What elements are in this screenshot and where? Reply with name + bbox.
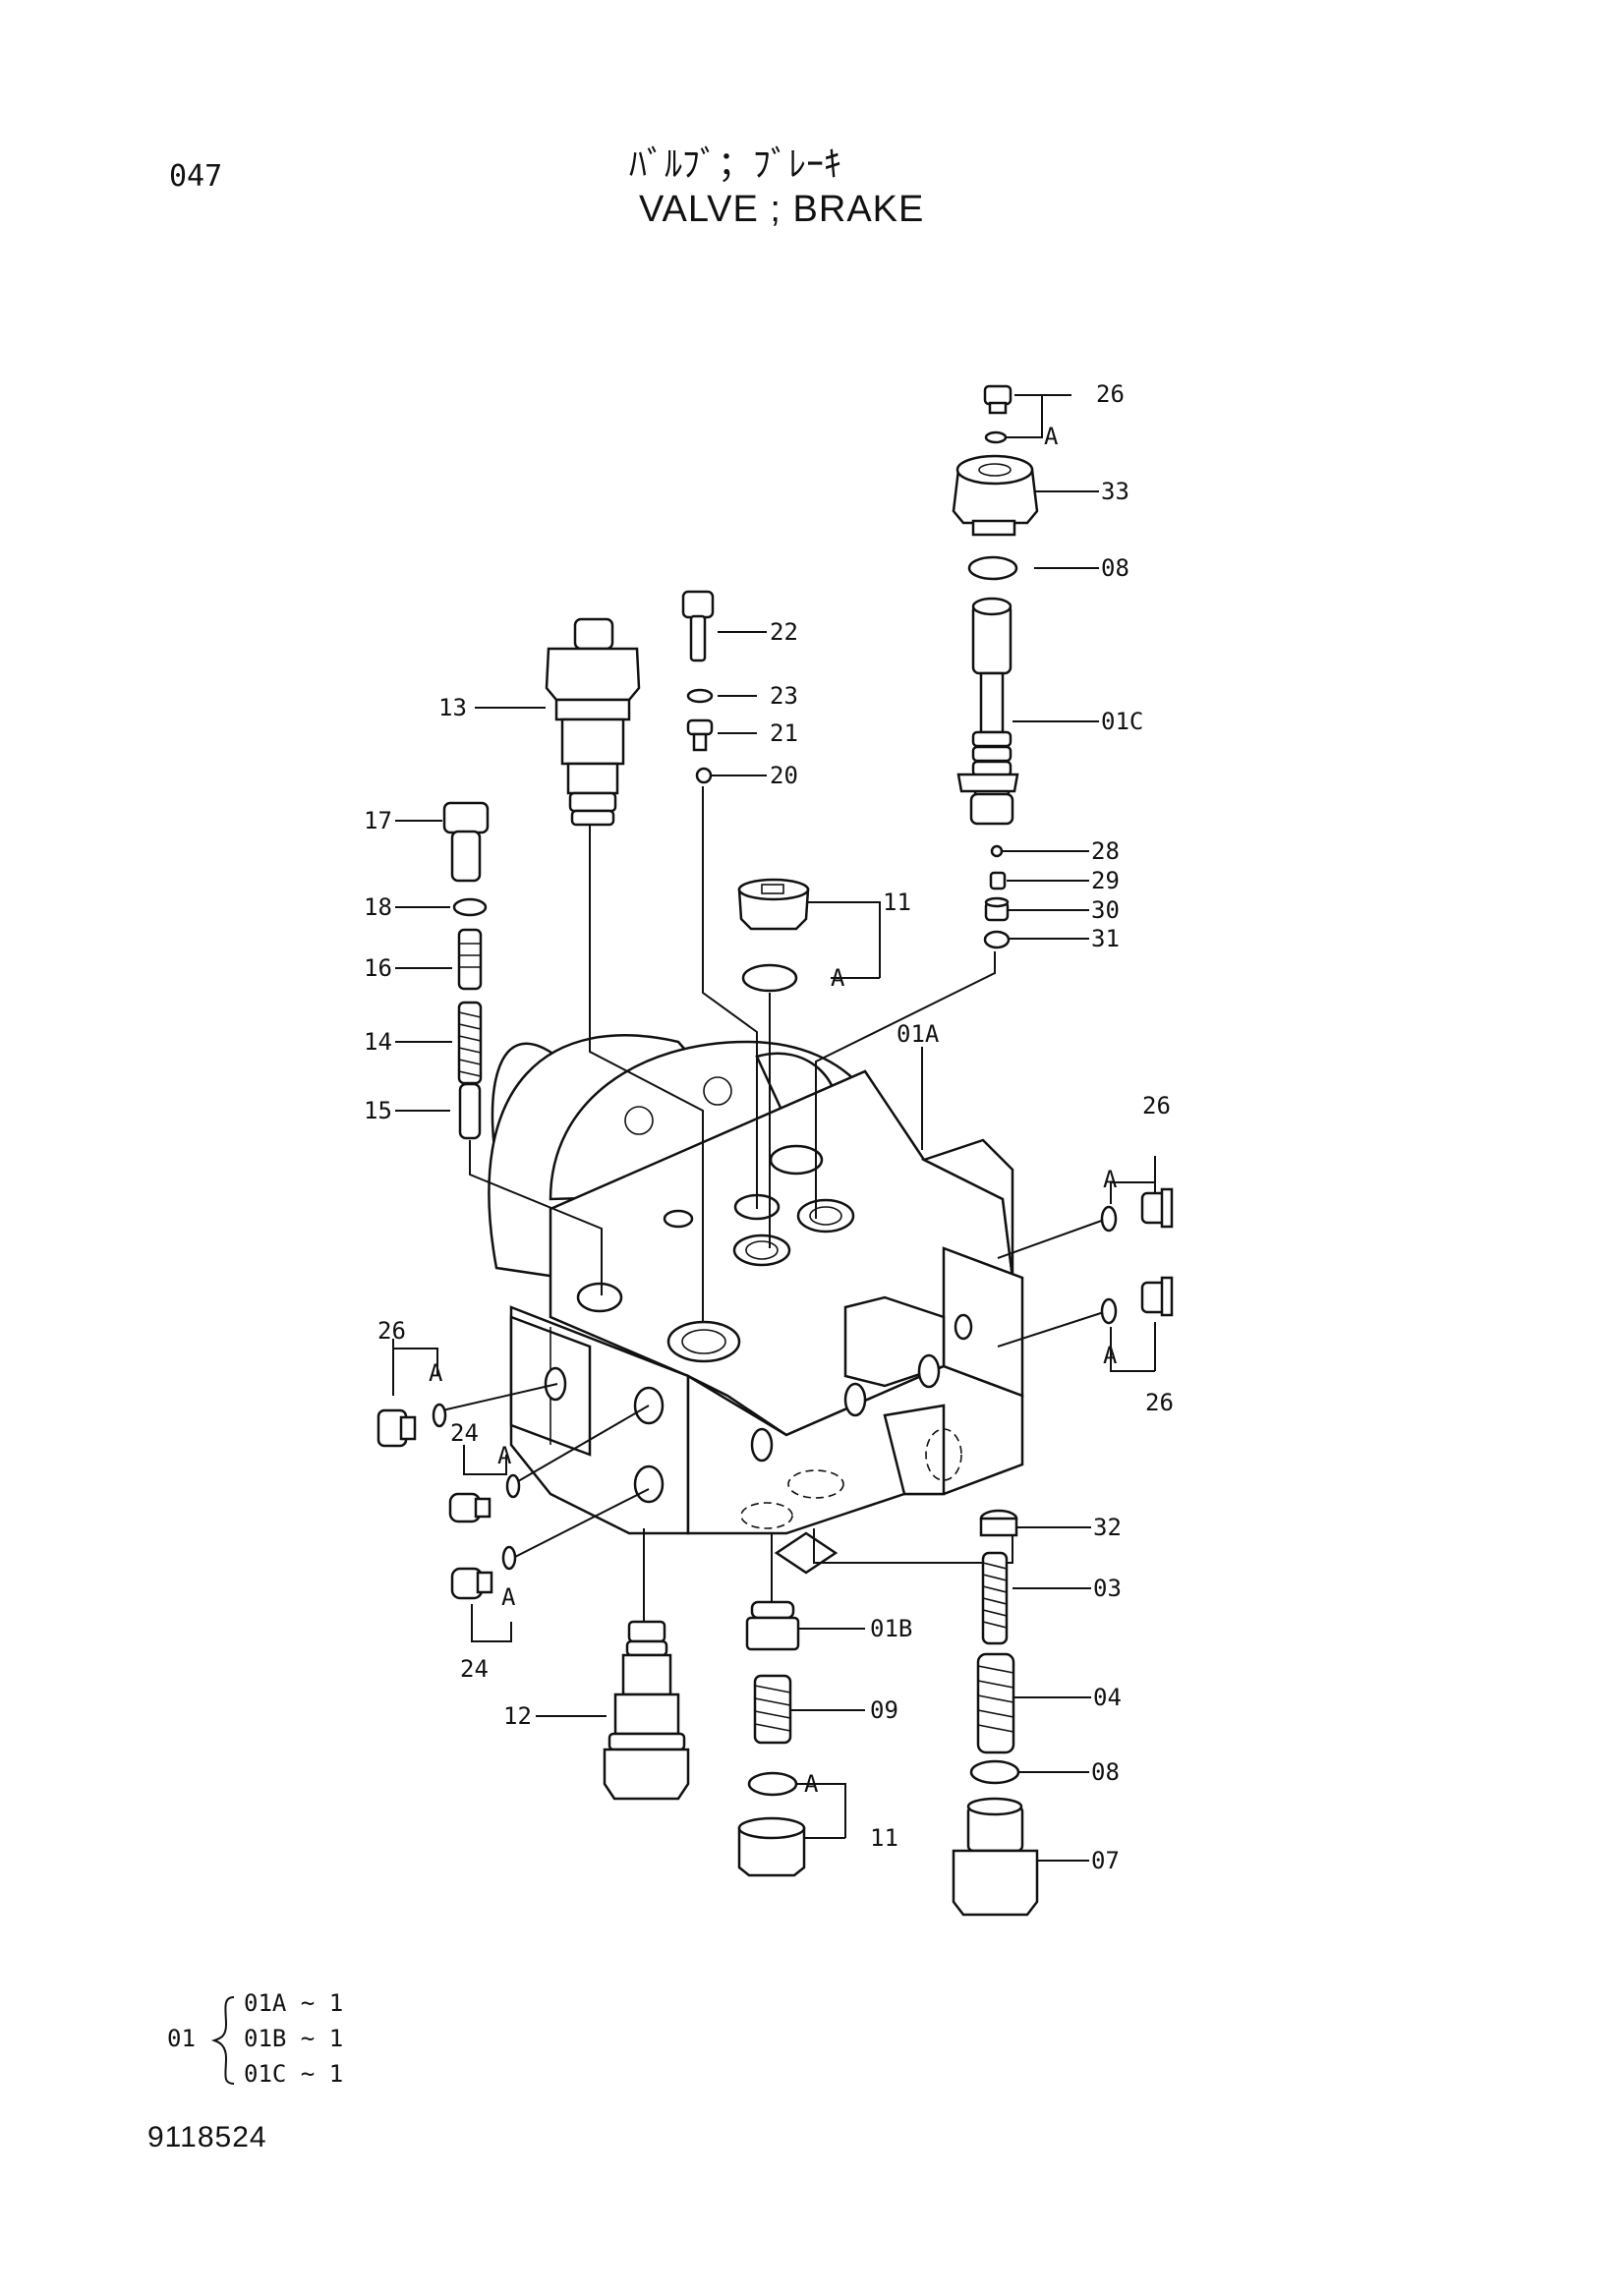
callout-01a: 01A [897, 1020, 940, 1048]
callout-14: 14 [364, 1028, 392, 1056]
part-a-oring-right-1 [1100, 1205, 1118, 1233]
part-09-spring [753, 1674, 792, 1745]
callout-a-mid: A [831, 964, 845, 992]
callout-01b: 01B [870, 1615, 912, 1642]
part-14-spring [457, 1001, 483, 1085]
callout-15: 15 [364, 1097, 392, 1124]
part-26-plug-left [376, 1408, 417, 1448]
callout-21: 21 [770, 719, 798, 747]
callout-a-right-1: A [1103, 1166, 1118, 1193]
part-a-oring-top [984, 430, 1008, 444]
callout-29: 29 [1091, 867, 1120, 894]
part-16-poppet [457, 928, 483, 991]
callout-33: 33 [1101, 478, 1129, 505]
callout-24-lower: 24 [460, 1655, 489, 1683]
part-a-oring-left-1 [432, 1403, 447, 1428]
part-20-ball [695, 767, 713, 784]
part-26-plug-right-2 [1140, 1276, 1174, 1317]
callout-03: 03 [1093, 1575, 1122, 1602]
part-26-plug-right-1 [1140, 1187, 1174, 1229]
part-22-bolt [681, 590, 715, 662]
part-11-plug-top [737, 878, 810, 931]
callout-18: 18 [364, 893, 392, 921]
part-01c-spool [956, 597, 1019, 826]
callout-04: 04 [1093, 1684, 1122, 1711]
legend-brace [210, 1996, 235, 2085]
callout-23: 23 [770, 682, 798, 710]
valve-body-housing [488, 1034, 1024, 1575]
callout-20: 20 [770, 762, 798, 789]
part-15-pin [458, 1082, 482, 1140]
part-17-bolt [442, 801, 490, 883]
part-a-oring-left-2 [505, 1473, 521, 1499]
part-08-oring-top [967, 555, 1018, 581]
title-english: VALVE ; BRAKE [639, 189, 925, 230]
page-number: 047 [169, 159, 223, 194]
part-12-cartridge-valve [603, 1620, 690, 1801]
part-03-spring [981, 1551, 1009, 1645]
callout-a-top: A [1044, 423, 1059, 450]
callout-11-top: 11 [883, 889, 911, 916]
callout-28: 28 [1091, 837, 1120, 865]
callout-17: 17 [364, 807, 392, 834]
callout-08-top: 08 [1101, 554, 1129, 582]
callout-a-bottom: A [804, 1770, 819, 1798]
callout-24-upper: 24 [450, 1419, 479, 1447]
part-13-relief-valve [545, 617, 641, 827]
callout-26-top: 26 [1096, 380, 1125, 408]
part-29-spring [989, 871, 1007, 890]
part-08-oring-bottom [969, 1759, 1020, 1785]
part-18-oring [452, 897, 488, 917]
callout-16: 16 [364, 954, 392, 982]
part-23-oring [686, 688, 714, 704]
callout-07: 07 [1091, 1847, 1120, 1874]
callout-a-left-1: A [429, 1359, 443, 1387]
callout-13: 13 [438, 694, 467, 721]
part-26-plug-top [983, 384, 1012, 415]
part-a-oring-right-2 [1100, 1297, 1118, 1325]
callout-26-right-1: 26 [1142, 1092, 1171, 1119]
part-24-plug-left-1 [448, 1492, 492, 1523]
part-30-seat [984, 896, 1010, 922]
legend-item-01b: 01B ~ 1 [244, 2025, 344, 2052]
part-a-oring-mid [741, 963, 798, 993]
part-04-spring [976, 1652, 1015, 1754]
callout-01c: 01C [1101, 708, 1143, 735]
callout-11-bottom: 11 [870, 1824, 898, 1852]
leader-lines [392, 394, 1156, 1862]
callout-a-right-2: A [1103, 1342, 1118, 1369]
legend-item-01c: 01C ~ 1 [244, 2060, 344, 2088]
part-33-nut [952, 454, 1039, 537]
callout-30: 30 [1091, 896, 1120, 924]
callout-12: 12 [503, 1702, 532, 1730]
title-japanese: ﾊﾞﾙﾌﾞ；ﾌﾞﾚｰｷ [629, 144, 842, 185]
part-07-plug [952, 1797, 1039, 1917]
callout-a-left-3: A [501, 1583, 516, 1611]
legend-item-01a: 01A ~ 1 [244, 1989, 344, 2017]
callout-26-left: 26 [377, 1317, 406, 1345]
drawing-code: 9118524 [147, 2121, 267, 2153]
legend-parent-label: 01 [167, 2025, 196, 2052]
part-24-plug-left-2 [450, 1567, 493, 1600]
callout-09: 09 [870, 1696, 898, 1724]
part-21-plug [686, 718, 714, 752]
part-01b-valve [745, 1600, 800, 1651]
callout-a-left-2: A [497, 1442, 512, 1469]
part-32-cap [979, 1509, 1018, 1537]
callout-22: 22 [770, 618, 798, 646]
part-28-ball [990, 844, 1004, 858]
callout-31: 31 [1091, 925, 1120, 952]
part-31-washer [983, 930, 1011, 949]
callout-26-right-2: 26 [1145, 1389, 1174, 1416]
callout-08-bottom: 08 [1091, 1758, 1120, 1786]
part-a-oring-left-3 [501, 1545, 517, 1571]
part-a-oring-bottom [747, 1771, 798, 1797]
callout-32: 32 [1093, 1514, 1122, 1541]
part-11-plug-bottom [737, 1816, 806, 1877]
